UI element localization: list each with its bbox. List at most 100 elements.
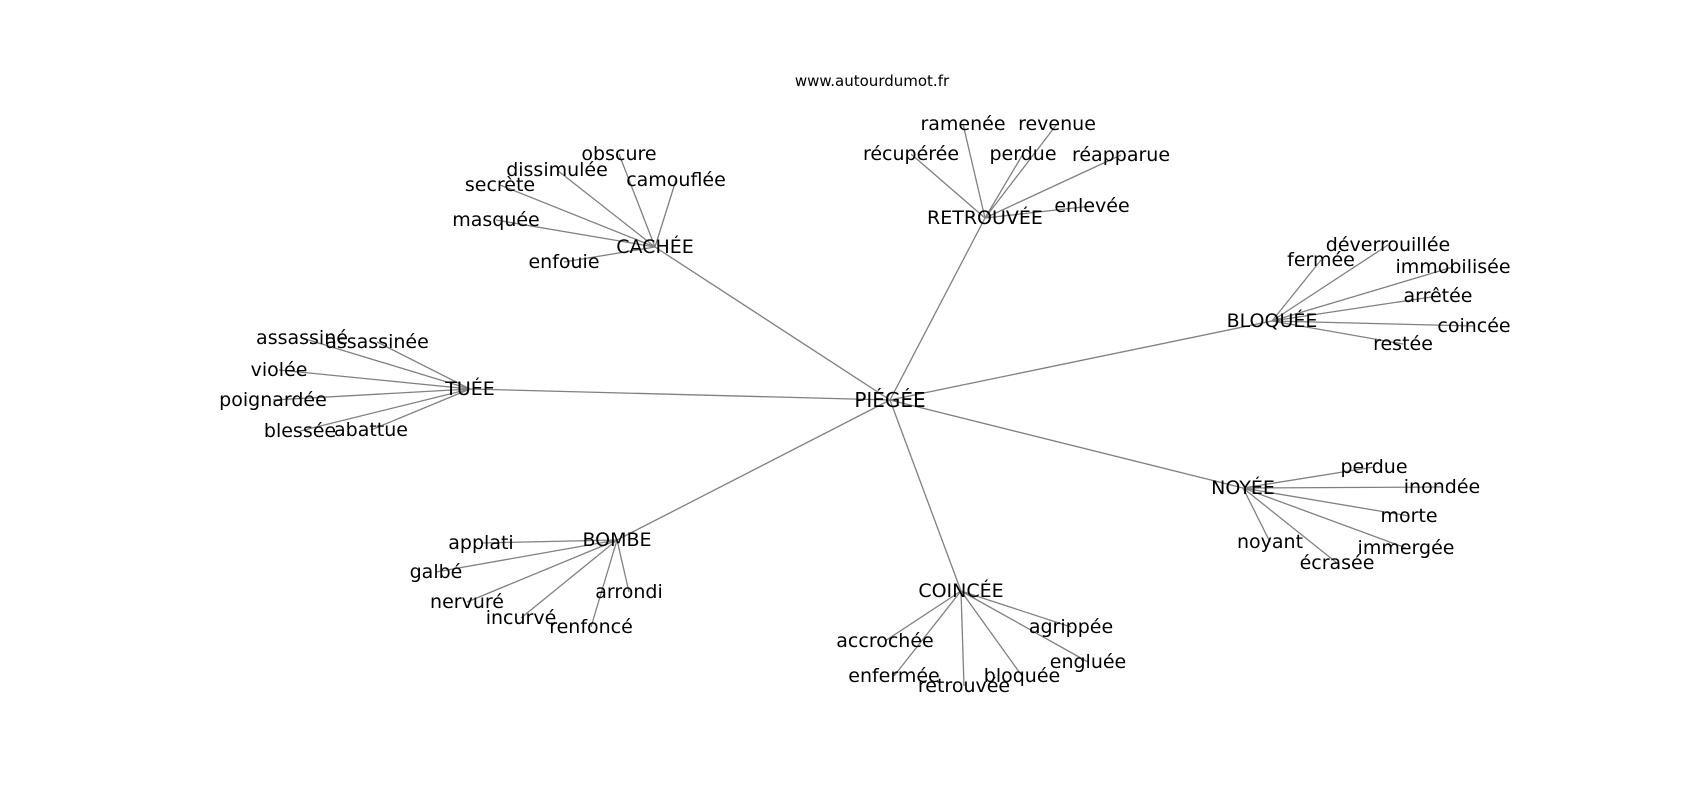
leaf-word-node[interactable]: secrète (465, 174, 535, 196)
leaf-word-node[interactable]: galbé (410, 561, 463, 583)
leaf-word-node[interactable]: assassinée (325, 331, 429, 353)
edge-hub-to-leaf (520, 539, 618, 619)
leaf-word-node[interactable]: masquée (452, 209, 540, 231)
edge-hub-to-leaf (960, 590, 1072, 628)
edge-hub-to-leaf (960, 590, 965, 687)
leaf-word-node[interactable]: obscure (581, 143, 656, 165)
edge-hub-to-leaf (480, 539, 618, 544)
edge-hub-to-leaf (910, 153, 986, 219)
leaf-word-node[interactable]: immobilisée (1395, 256, 1510, 278)
leaf-word-node[interactable]: morte (1380, 505, 1437, 527)
site-url: www.autourdumot.fr (794, 72, 950, 90)
leaf-word-node[interactable]: engluée (1050, 651, 1127, 673)
edges-layer (272, 123, 1475, 687)
hub-word-node[interactable]: NOYÉE (1211, 476, 1275, 499)
edge-hub-to-leaf (1242, 466, 1375, 489)
leaf-word-node[interactable]: déverrouillée (1326, 234, 1450, 256)
edge-hub-to-leaf (272, 388, 471, 401)
leaf-word-node[interactable]: agrippée (1029, 616, 1113, 638)
leaf-word-node[interactable]: revenue (1018, 113, 1096, 135)
edge-hub-to-leaf (962, 123, 986, 219)
leaf-word-node[interactable]: camouflée (626, 169, 726, 191)
edge-hub-to-leaf (278, 369, 471, 390)
leaf-word-node[interactable]: immergée (1358, 537, 1455, 559)
hub-word-node[interactable]: CACHÉE (616, 235, 694, 258)
leaf-word-node[interactable]: restée (1373, 333, 1433, 355)
leaf-word-node[interactable]: inondée (1404, 476, 1480, 498)
leaf-word-node[interactable]: noyant (1237, 531, 1303, 553)
edge-hub-to-leaf (616, 539, 630, 593)
leaf-word-node[interactable]: retrouvée (918, 675, 1010, 697)
center-word-node[interactable]: PIÉGÉE (854, 388, 925, 412)
edge-hub-to-leaf (1271, 320, 1475, 327)
leaf-word-node[interactable]: enlevée (1054, 195, 1129, 217)
leaf-word-node[interactable]: récupérée (863, 143, 959, 165)
leaf-word-node[interactable]: perdue (989, 143, 1056, 165)
leaf-word-node[interactable]: accrochée (836, 630, 933, 652)
leaf-word-node[interactable]: poignardée (219, 389, 327, 411)
leaf-word-node[interactable]: enfermée (848, 665, 939, 687)
leaf-word-node[interactable]: blessée (264, 420, 336, 442)
leaf-word-node[interactable]: ramenée (920, 113, 1005, 135)
hub-word-node[interactable]: RETROUVÉE (927, 206, 1043, 229)
leaf-word-node[interactable]: applati (448, 532, 513, 554)
edge-center-to-hub (889, 399, 1244, 489)
edge-hub-to-leaf (893, 590, 962, 677)
leaf-word-node[interactable]: assassiné (256, 327, 348, 349)
edge-hub-to-leaf (1271, 259, 1322, 322)
edge-hub-to-leaf (556, 169, 656, 248)
hub-word-node[interactable]: COINCÉE (918, 579, 1003, 602)
leaf-word-node[interactable]: renfoncé (549, 616, 633, 638)
leaf-word-node[interactable]: nervuré (430, 591, 504, 613)
edge-hub-to-leaf (960, 590, 1089, 663)
edge-hub-to-leaf (495, 219, 656, 248)
edge-hub-to-leaf (1271, 266, 1454, 322)
leaf-word-node[interactable]: réapparue (1072, 144, 1170, 166)
edge-hub-to-leaf (984, 123, 1058, 219)
edge-center-to-hub (616, 399, 891, 541)
leaf-word-node[interactable]: dissimulée (506, 159, 608, 181)
edge-hub-to-leaf (984, 154, 1122, 219)
edge-hub-to-leaf (1242, 487, 1407, 549)
leaf-word-node[interactable]: incurvé (486, 607, 557, 629)
edge-hub-to-leaf (466, 539, 618, 603)
leaf-word-node[interactable]: arrondi (595, 581, 663, 603)
edge-hub-to-leaf (984, 153, 1024, 219)
edge-hub-to-leaf (563, 246, 656, 263)
leaf-word-node[interactable]: coincée (1437, 315, 1510, 337)
hub-word-node[interactable]: TUÉE (444, 377, 495, 400)
edge-hub-to-leaf (435, 539, 618, 573)
leaf-word-node[interactable]: violée (251, 359, 308, 381)
edge-hub-to-leaf (590, 539, 618, 628)
edge-hub-to-leaf (499, 184, 656, 248)
leaf-word-node[interactable]: perdue (1340, 456, 1407, 478)
edge-hub-to-leaf (376, 341, 471, 390)
leaf-word-node[interactable]: bloquée (984, 665, 1060, 687)
edge-hub-to-leaf (1242, 486, 1443, 489)
hub-word-node[interactable]: BOMBE (582, 529, 651, 551)
edge-hub-to-leaf (1271, 295, 1439, 322)
edge-center-to-hub (889, 217, 986, 401)
leaf-word-node[interactable]: abattue (334, 419, 408, 441)
leaf-word-node[interactable]: écrasée (1300, 552, 1375, 574)
edge-hub-to-leaf (1242, 487, 1271, 543)
edge-center-to-hub (889, 320, 1273, 401)
edge-hub-to-leaf (884, 590, 962, 642)
edge-hub-to-leaf (654, 179, 677, 248)
leaf-word-node[interactable]: enfouie (528, 251, 599, 273)
leaf-word-node[interactable]: fermée (1287, 249, 1355, 271)
hub-word-node[interactable]: BLOQUÉE (1227, 309, 1318, 332)
leaf-word-node[interactable]: arrêtée (1403, 285, 1472, 307)
edge-hub-to-leaf (1271, 320, 1404, 345)
edge-hub-to-leaf (618, 153, 656, 248)
edge-center-to-hub (469, 388, 891, 401)
edge-hub-to-leaf (301, 337, 471, 390)
edge-hub-to-leaf (1242, 487, 1410, 517)
edge-hub-to-leaf (370, 388, 471, 431)
edge-hub-to-leaf (984, 205, 1093, 219)
edge-hub-to-leaf (1271, 244, 1389, 322)
edge-center-to-hub (889, 399, 962, 592)
